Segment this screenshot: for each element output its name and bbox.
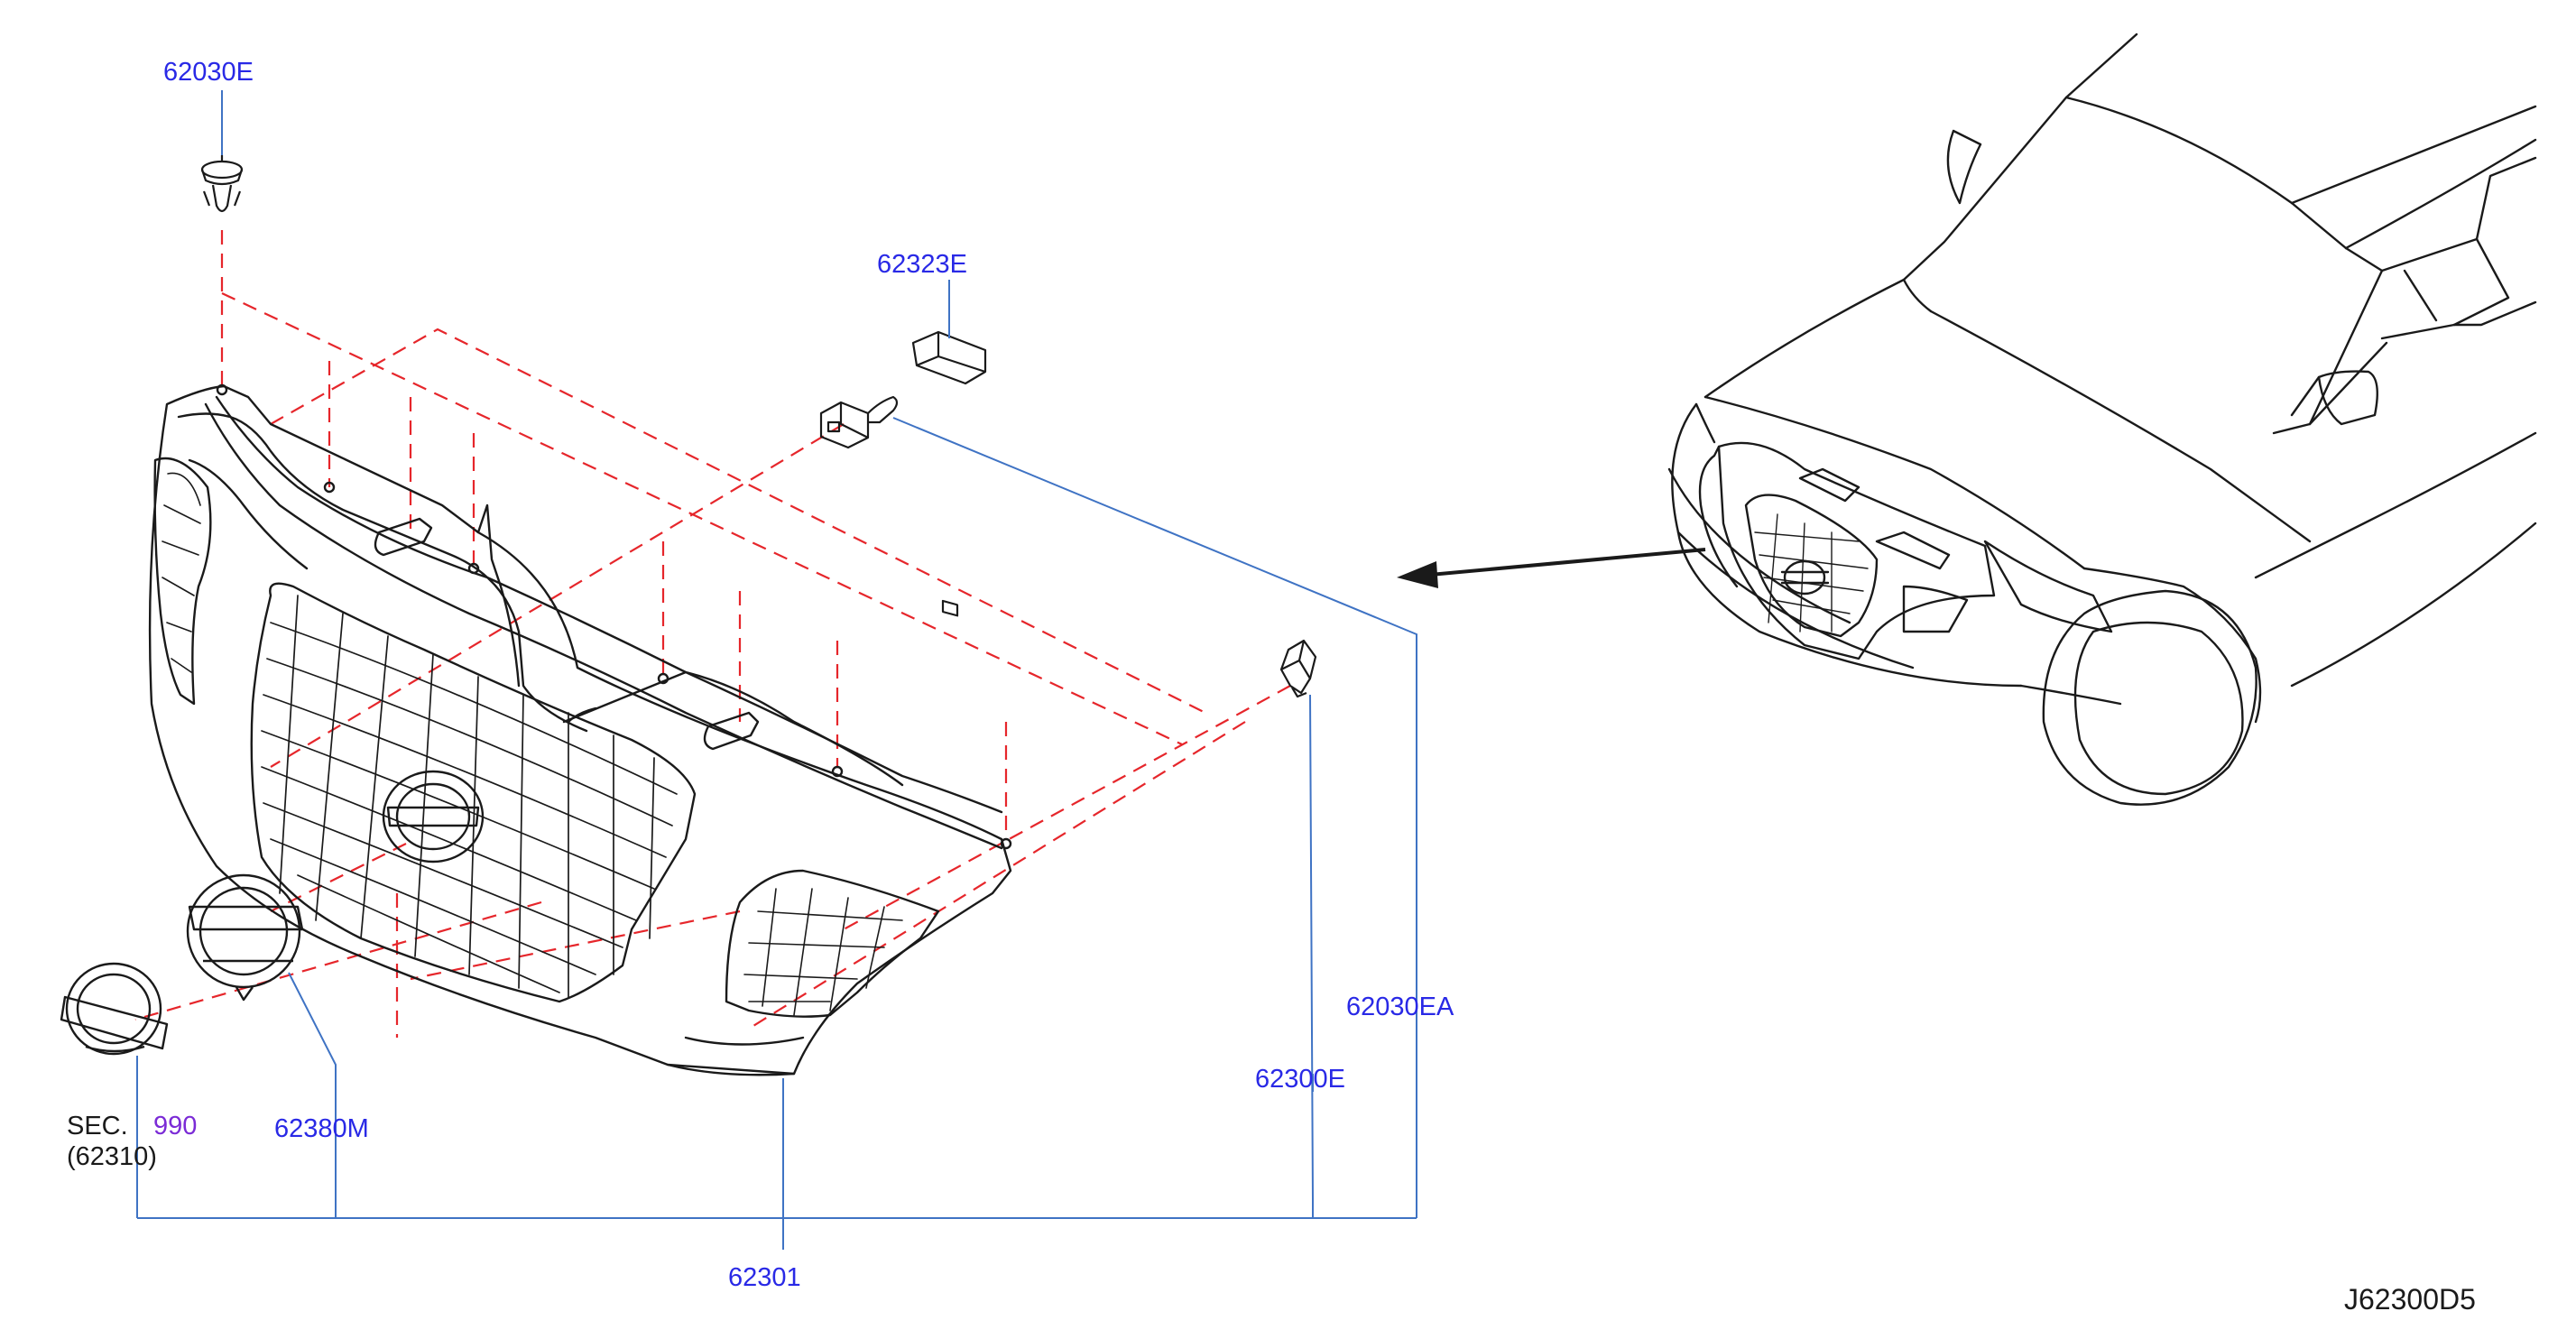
part-label-62323e[interactable]: 62323E bbox=[877, 250, 967, 279]
callout-arrow bbox=[1397, 548, 1706, 588]
assembly-guide-lines bbox=[134, 230, 1291, 1038]
section-prefix: SEC. bbox=[67, 1112, 128, 1140]
part-label-62380m[interactable]: 62380M bbox=[274, 1114, 369, 1143]
part-label-62301[interactable]: 62301 bbox=[728, 1263, 801, 1292]
bracket-clip-lower-illustration bbox=[819, 395, 899, 449]
part-label-62030ea[interactable]: 62030EA bbox=[1346, 993, 1454, 1021]
section-emblem-illustration bbox=[60, 962, 169, 1056]
grille-illustration bbox=[148, 383, 1012, 1076]
part-label-62300e[interactable]: 62300E bbox=[1255, 1065, 1345, 1094]
retainer-illustration bbox=[1279, 639, 1317, 698]
section-link-990[interactable]: 990 bbox=[153, 1112, 198, 1140]
emblem-illustration bbox=[186, 873, 304, 1002]
part-label-62030e[interactable]: 62030E bbox=[163, 58, 254, 87]
push-clip-illustration bbox=[200, 155, 244, 213]
diagram-id: J62300D5 bbox=[2344, 1283, 2476, 1316]
section-sub-part: (62310) bbox=[67, 1142, 157, 1171]
vehicle-illustration bbox=[1667, 32, 2537, 806]
bracket-clip-illustration bbox=[911, 330, 987, 617]
leader-lines bbox=[136, 90, 1417, 1250]
